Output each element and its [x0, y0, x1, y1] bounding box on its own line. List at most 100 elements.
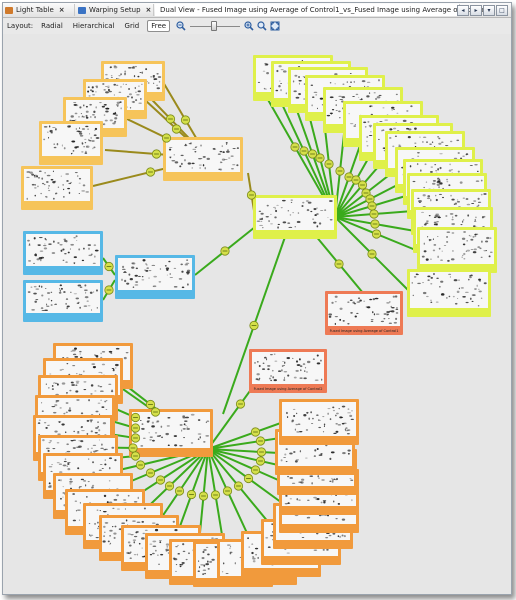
zoom-reset-icon[interactable]: [257, 21, 267, 31]
edge-node-icon[interactable]: [130, 433, 141, 443]
gel-spot: [303, 414, 307, 417]
maximize-button[interactable]: □: [496, 5, 508, 16]
zoom-slider-thumb[interactable]: [211, 21, 218, 31]
edge-node-icon[interactable]: [243, 473, 254, 484]
layout-free-button[interactable]: Free: [147, 20, 171, 32]
fit-to-window-icon[interactable]: [270, 21, 280, 31]
tab-warping-setup[interactable]: Warping Setup ×: [76, 4, 154, 16]
gel-spot: [198, 560, 200, 562]
scroll-left-button[interactable]: ◂: [457, 5, 469, 16]
edge-node-icon[interactable]: [255, 436, 266, 446]
edge-node-icon[interactable]: [351, 175, 361, 185]
edge-node-icon[interactable]: [290, 142, 300, 152]
edge-node-icon[interactable]: [371, 229, 382, 239]
edge-node-icon[interactable]: [130, 412, 141, 423]
edge-node-icon[interactable]: [222, 486, 233, 496]
edge-node-icon[interactable]: [324, 159, 334, 169]
edge-node-icon[interactable]: [186, 489, 197, 500]
gel-spot: [182, 543, 185, 546]
edge-node-icon[interactable]: [210, 490, 221, 500]
gel-spot: [339, 318, 342, 321]
tab-light-table[interactable]: Light Table ×: [3, 4, 75, 16]
gel-spot: [86, 432, 89, 436]
gel-spot: [425, 181, 428, 183]
edge-node-icon[interactable]: [171, 124, 182, 134]
edge-node-icon[interactable]: [250, 427, 261, 437]
gel-spot: [386, 302, 390, 304]
zoom-out-icon[interactable]: [176, 21, 186, 31]
edge-node-icon[interactable]: [174, 486, 185, 496]
edge-node-icon[interactable]: [161, 133, 172, 143]
gel-spot: [43, 126, 48, 128]
edge-node-icon[interactable]: [130, 423, 141, 433]
gel-spot: [41, 294, 44, 297]
gel-image: [328, 294, 400, 326]
image-relationship-graph[interactable]: Fused Image using Average of Control1Fus…: [3, 34, 511, 594]
edge-node-icon[interactable]: [150, 407, 161, 417]
gel-spot: [319, 419, 321, 421]
gel-spot: [95, 354, 99, 357]
layout-radial-button[interactable]: Radial: [41, 22, 63, 30]
edge-node-icon[interactable]: [299, 146, 309, 156]
layout-grid-button[interactable]: Grid: [124, 22, 140, 30]
scroll-right-button[interactable]: ▸: [470, 5, 482, 16]
gel-spot: [386, 311, 390, 314]
tab-list-button[interactable]: ▾: [483, 5, 495, 16]
gel-spot: [126, 95, 130, 98]
edge-node-icon[interactable]: [369, 209, 379, 219]
edge-node-icon[interactable]: [367, 249, 377, 259]
gel-spot: [38, 236, 43, 239]
gel-spot: [41, 410, 44, 412]
edge-node-icon[interactable]: [130, 451, 141, 461]
gel-spot: [174, 161, 179, 164]
edge-node-icon[interactable]: [145, 399, 156, 410]
edge-node-icon[interactable]: [180, 115, 191, 125]
tab-dual-view[interactable]: Dual View - Fused Image using Average of…: [155, 4, 503, 16]
edge-node-icon[interactable]: [357, 180, 368, 190]
zoom-slider[interactable]: [190, 21, 241, 31]
gel-image: [282, 402, 356, 436]
edge-node-icon[interactable]: [370, 219, 380, 229]
edge-node-icon[interactable]: [151, 149, 162, 159]
zoom-in-icon[interactable]: [244, 21, 254, 31]
edge-node-icon[interactable]: [250, 465, 261, 475]
edge-node-icon[interactable]: [165, 114, 176, 124]
edge-node-icon[interactable]: [198, 491, 209, 501]
edge-node-icon[interactable]: [315, 153, 325, 163]
gel-spot: [129, 277, 133, 281]
edge-node-icon[interactable]: [335, 166, 345, 176]
edge-node-icon[interactable]: [128, 443, 138, 453]
edge-node-icon[interactable]: [235, 399, 246, 409]
edge-node-icon[interactable]: [334, 259, 344, 269]
gel-spot: [165, 267, 170, 270]
gel-spot: [72, 150, 75, 152]
edge-node-icon[interactable]: [256, 447, 267, 457]
edge-node-icon[interactable]: [145, 167, 156, 177]
edge-node-icon[interactable]: [164, 481, 175, 491]
edge-node-icon[interactable]: [246, 190, 257, 200]
edge-node-icon[interactable]: [104, 285, 114, 295]
gel-spot: [341, 422, 345, 425]
gel-spot: [59, 244, 63, 246]
close-icon[interactable]: ×: [58, 6, 65, 14]
gel-spot: [70, 381, 74, 384]
edge-node-icon[interactable]: [249, 320, 259, 331]
edge-node-icon[interactable]: [233, 481, 244, 491]
edge-node-icon[interactable]: [367, 201, 377, 211]
edge-node-icon[interactable]: [255, 456, 266, 466]
gel-spot: [143, 507, 146, 510]
edge-node-icon[interactable]: [155, 475, 166, 485]
close-icon[interactable]: ×: [145, 6, 152, 14]
gel-spot: [135, 99, 138, 102]
edge-node-icon[interactable]: [307, 149, 318, 159]
edge-node-icon[interactable]: [145, 468, 156, 478]
gel-spot: [448, 169, 452, 172]
gel-spot: [105, 73, 108, 76]
gel-spot: [43, 184, 46, 186]
layout-hierarchical-button[interactable]: Hierarchical: [72, 22, 115, 30]
gel-spot: [324, 209, 327, 211]
edge-node-icon[interactable]: [104, 261, 114, 272]
edge-node-icon[interactable]: [220, 246, 230, 256]
edge-node-icon[interactable]: [135, 460, 146, 470]
